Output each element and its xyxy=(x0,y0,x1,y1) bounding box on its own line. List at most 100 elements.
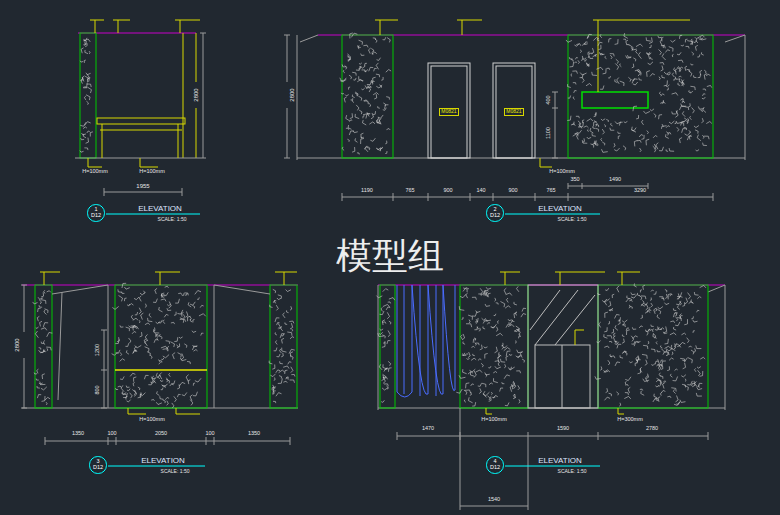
dimension-text: 1100 xyxy=(546,127,552,139)
hatch-stroke xyxy=(610,354,612,357)
hatch-stroke xyxy=(592,72,597,76)
hatch-stroke xyxy=(41,328,47,331)
hatch-stroke xyxy=(347,139,349,142)
hatch-stroke xyxy=(697,135,701,141)
hatch-stroke xyxy=(659,373,661,377)
hatch-stroke xyxy=(687,381,692,385)
hatch-stroke xyxy=(586,84,592,86)
hatch-stroke xyxy=(145,347,149,352)
hatch-stroke xyxy=(647,310,650,313)
hatch-stroke xyxy=(475,343,477,346)
hatch-stroke xyxy=(655,308,656,311)
hatch-stroke xyxy=(165,397,169,399)
hatch-stroke xyxy=(488,396,491,400)
hatch-stroke xyxy=(654,291,657,294)
hatch-stroke xyxy=(648,341,649,344)
hatch-stroke xyxy=(162,293,165,298)
hatch-stroke xyxy=(474,326,477,329)
hatch-stroke xyxy=(39,305,42,307)
door-code: M0821 xyxy=(441,109,456,114)
hatch-stroke xyxy=(604,327,607,332)
hatch-stroke xyxy=(371,49,373,52)
hatch-stroke xyxy=(568,95,571,98)
hatch-stroke xyxy=(667,366,669,370)
hatch-stroke xyxy=(482,318,485,323)
hatch-stroke xyxy=(278,295,282,299)
hatch-stroke xyxy=(610,128,614,131)
hatch-stroke xyxy=(138,392,141,397)
hatch-stroke xyxy=(695,381,697,386)
hatch-stroke xyxy=(167,304,170,305)
hatch-stroke xyxy=(361,138,364,144)
hatch-stroke xyxy=(672,73,674,77)
hatch-stroke xyxy=(685,107,689,110)
hatch-stroke xyxy=(675,77,680,79)
hatch-stroke xyxy=(664,326,667,332)
dimension-text: 400 xyxy=(546,95,552,104)
hatch-stroke xyxy=(685,39,687,42)
hatch-stroke xyxy=(594,120,597,126)
hatch-stroke xyxy=(485,372,490,374)
callout-circle: 1D12 xyxy=(87,204,105,222)
hatch-stroke xyxy=(475,343,479,345)
hatch-stroke xyxy=(646,52,650,54)
hatch-stroke xyxy=(605,56,607,58)
hatch-stroke xyxy=(129,338,131,343)
hatch-stroke xyxy=(623,351,626,353)
hatch-stroke xyxy=(498,355,500,358)
hatch-stroke xyxy=(120,359,125,362)
hatch-stroke xyxy=(700,285,706,287)
hatch-stroke xyxy=(688,358,693,364)
door-tag: M0821 xyxy=(504,108,523,116)
callout-number: D12 xyxy=(91,213,101,219)
hatch-stroke xyxy=(139,296,141,302)
callout-number: D12 xyxy=(490,213,500,219)
hatch-stroke xyxy=(664,80,668,85)
hatch-stroke xyxy=(636,360,638,363)
hatch-stroke xyxy=(692,383,695,386)
hatch-stroke xyxy=(286,378,288,380)
hatch-stroke xyxy=(172,403,174,408)
hatch-stroke xyxy=(676,402,679,404)
hatch-stroke xyxy=(468,397,472,403)
hatch-stroke xyxy=(381,307,383,311)
hatch-stroke xyxy=(669,358,674,360)
hatch-stroke xyxy=(515,329,519,331)
hatch-stroke xyxy=(480,345,482,350)
hatch-stroke xyxy=(675,121,677,123)
hatch-stroke xyxy=(690,40,693,44)
hatch-stroke xyxy=(463,369,467,374)
hatch-stroke xyxy=(467,358,470,359)
hatch-stroke xyxy=(368,103,370,107)
hatch-stroke xyxy=(355,92,358,96)
hatch-stroke xyxy=(682,384,685,387)
hatch-stroke xyxy=(289,349,295,353)
hatch-stroke xyxy=(691,300,694,304)
hatch-stroke xyxy=(661,349,664,355)
door-code: M0821 xyxy=(506,109,521,114)
hatch-stroke xyxy=(288,362,292,365)
hatch-stroke xyxy=(132,390,135,396)
hatch-stroke xyxy=(677,292,682,296)
hatch-stroke xyxy=(125,343,128,346)
hatch-stroke xyxy=(684,385,688,390)
hatch-stroke xyxy=(704,70,706,73)
hatch-stroke xyxy=(580,74,584,78)
hatch-stroke xyxy=(130,393,133,399)
hatch-stroke xyxy=(691,350,694,354)
hatch-stroke xyxy=(673,308,676,310)
hatch-stroke xyxy=(626,328,629,331)
hatch-stroke xyxy=(575,57,577,59)
hatch-stroke xyxy=(670,321,674,323)
hatch-stroke xyxy=(380,148,382,151)
hatch-stroke xyxy=(578,121,581,126)
hatch-stroke xyxy=(473,354,475,356)
hatch-stroke xyxy=(369,122,375,124)
hatch-stroke xyxy=(485,304,490,306)
hatch-stroke xyxy=(84,60,86,63)
hatch-stroke xyxy=(654,114,656,118)
hatch-stroke xyxy=(676,317,678,321)
hatch-stroke xyxy=(499,352,502,356)
scale-note: SCALE: 1:50 xyxy=(558,217,587,222)
hatch-stroke xyxy=(617,78,620,84)
